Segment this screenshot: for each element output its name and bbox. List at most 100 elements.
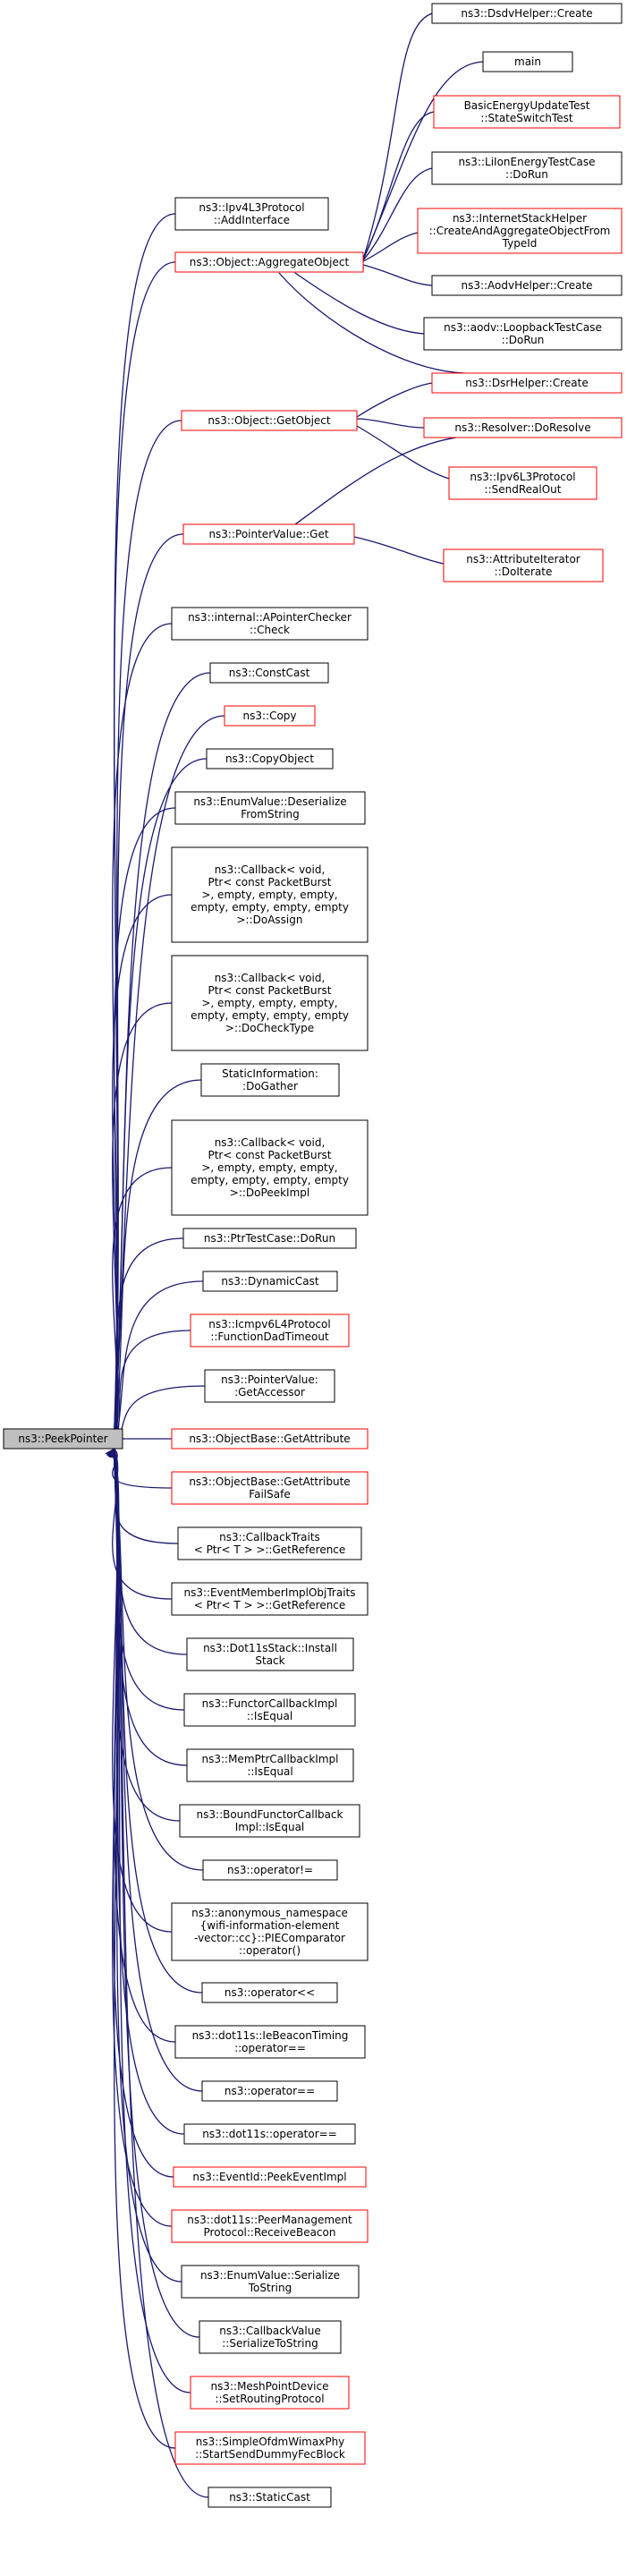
node-box — [171, 2209, 369, 2243]
node-label: ns3::LiIonEnergyTestCase — [458, 156, 595, 168]
node-dsdv[interactable]: ns3::DsdvHelper::Create — [431, 3, 623, 24]
node-box — [209, 662, 329, 684]
node-label: ns3::dot11s::PeerManagement — [187, 2214, 352, 2226]
node-objGetAttr[interactable]: ns3::ObjectBase::GetAttribute — [171, 1428, 369, 1450]
node-basicEnergy[interactable]: BasicEnergyUpdateTest::StateSwitchTest — [433, 95, 621, 129]
node-box — [171, 1471, 369, 1505]
node-box — [190, 1314, 350, 1348]
node-constCast[interactable]: ns3::ConstCast — [209, 662, 329, 684]
node-functorEq[interactable]: ns3::FunctorCallbackImpl::IsEqual — [183, 1693, 356, 1727]
node-label: ns3::PointerValue: — [221, 1373, 318, 1386]
node-box — [171, 1902, 369, 1961]
edge-aggregate-basicEnergy — [356, 111, 435, 269]
node-layer: ns3::PeekPointerns3::Ipv4L3Protocol::Add… — [3, 3, 623, 2508]
node-label: ns3::CallbackValue — [219, 2325, 320, 2337]
node-ipv6Send[interactable]: ns3::Ipv6L3Protocol::SendRealOut — [448, 466, 597, 500]
edge-peek-cbValueSer — [109, 1439, 200, 2338]
node-getObject[interactable]: ns3::Object::GetObject — [181, 410, 358, 431]
node-box — [177, 1526, 362, 1560]
node-eventId[interactable]: ns3::EventId::PeekEventImpl — [173, 2166, 367, 2188]
node-pointerGet[interactable]: ns3::PointerValue::Get — [182, 523, 355, 545]
node-opNe[interactable]: ns3::operator!= — [202, 1859, 338, 1881]
node-box — [443, 548, 604, 582]
node-label: ns3::SimpleOfdmWimaxPhy — [196, 2436, 345, 2448]
node-box — [199, 2320, 342, 2354]
node-main[interactable]: main — [482, 51, 573, 72]
node-box — [423, 317, 623, 351]
node-label: empty, empty, empty, empty — [191, 1009, 349, 1022]
node-label: ns3::FunctorCallbackImpl — [202, 1697, 338, 1710]
node-opEq[interactable]: ns3::operator== — [201, 2080, 338, 2102]
node-dynCast[interactable]: ns3::DynamicCast — [202, 1271, 338, 1292]
node-label: ns3::CopyObject — [225, 752, 314, 765]
node-box — [179, 1804, 360, 1838]
node-label: ns3::ObjectBase::GetAttribute — [189, 1433, 350, 1445]
node-cbTraits[interactable]: ns3::CallbackTraits< Ptr< T > >::GetRefe… — [177, 1526, 362, 1560]
node-box — [202, 1859, 338, 1881]
node-label: ::operator() — [239, 1944, 301, 1957]
node-box — [183, 1693, 356, 1727]
node-label: ns3::dot11s::operator== — [202, 2128, 337, 2140]
node-staticCast[interactable]: ns3::StaticCast — [208, 2487, 332, 2508]
node-copy[interactable]: ns3::Copy — [224, 705, 316, 727]
node-dsrCreate[interactable]: ns3::DsrHelper::Create — [431, 372, 623, 394]
node-copyObject[interactable]: ns3::CopyObject — [206, 748, 334, 769]
node-label: ns3::ObjectBase::GetAttribute — [189, 1475, 350, 1488]
node-label: ns3::Object::AggregateObject — [190, 256, 350, 268]
node-resolver[interactable]: ns3::Resolver::DoResolve — [423, 417, 623, 438]
node-label: ns3::dot11s::IeBeaconTiming — [192, 2029, 349, 2042]
node-attrIter[interactable]: ns3::AttributeIterator::DoIterate — [443, 548, 604, 582]
edge-peek-opNe — [108, 1439, 204, 1871]
node-box — [186, 1748, 354, 1782]
node-addInterface[interactable]: ns3::Ipv4L3Protocol::AddInterface — [174, 197, 329, 231]
node-staticInfo[interactable]: StaticInformation::DoGather — [200, 1063, 340, 1097]
edge-peek-pieComp — [108, 1439, 173, 1933]
node-label: ns3::MemPtrCallbackImpl — [202, 1753, 339, 1765]
node-aodvLoop[interactable]: ns3::aodv::LoopbackTestCase::DoRun — [423, 317, 623, 351]
node-box — [448, 466, 597, 500]
node-meshPoint[interactable]: ns3::MeshPointDevice::SetRoutingProtocol — [190, 2376, 350, 2410]
node-label: ns3::DynamicCast — [221, 1275, 318, 1288]
node-apointer[interactable]: ns3::internal::APointerChecker::Check — [171, 607, 369, 641]
node-aggregate[interactable]: ns3::Object::AggregateObject — [174, 251, 364, 273]
node-box — [171, 607, 369, 641]
node-wimax[interactable]: ns3::SimpleOfdmWimaxPhy::StartSendDummyF… — [174, 2431, 366, 2465]
node-label: ::DoRun — [502, 334, 545, 346]
node-dot11sOpEq[interactable]: ns3::dot11s::operator== — [183, 2123, 356, 2145]
node-aodvCreate[interactable]: ns3::AodvHelper::Create — [431, 275, 623, 296]
node-cbValueSer[interactable]: ns3::CallbackValue::SerializeToString — [199, 2320, 342, 2354]
node-icmpv6[interactable]: ns3::Icmpv6L4Protocol::FunctionDadTimeou… — [190, 1314, 350, 1348]
edge-peek-dynCast — [107, 1280, 204, 1458]
node-label: >::DoAssign — [237, 914, 303, 926]
node-enumSer[interactable]: ns3::EnumValue::SerializeToString — [181, 2265, 360, 2299]
node-internetStack[interactable]: ns3::InternetStackHelper::CreateAndAggre… — [417, 208, 623, 254]
node-label: ::operator== — [234, 2042, 306, 2054]
node-pieComp[interactable]: ns3::anonymous_namespace{wifi-informatio… — [171, 1902, 369, 1961]
node-opShift[interactable]: ns3::operator<< — [201, 1982, 338, 2003]
node-label: ::FunctionDadTimeout — [210, 1331, 329, 1343]
node-cbCheck[interactable]: ns3::Callback< void,Ptr< const PacketBur… — [171, 955, 369, 1051]
node-beaconTiming[interactable]: ns3::dot11s::IeBeaconTiming::operator== — [174, 2025, 366, 2059]
node-peerMgmt[interactable]: ns3::dot11s::PeerManagementProtocol::Rec… — [171, 2209, 369, 2243]
node-label: ns3::Ipv4L3Protocol — [199, 201, 304, 214]
node-label: TypeId — [502, 237, 538, 250]
node-ptrTest[interactable]: ns3::PtrTestCase::DoRun — [182, 1228, 357, 1249]
edge-aggregate-aodvLoop — [285, 264, 425, 335]
node-eventMember[interactable]: ns3::EventMemberImplObjTraits< Ptr< T > … — [171, 1582, 369, 1616]
node-label: Stack — [255, 1654, 284, 1667]
node-box — [417, 208, 623, 254]
node-box — [183, 2123, 356, 2145]
node-label: ::AddInterface — [214, 214, 290, 226]
node-cbAssign[interactable]: ns3::Callback< void,Ptr< const PacketBur… — [171, 846, 369, 943]
node-cbPeek[interactable]: ns3::Callback< void,Ptr< const PacketBur… — [171, 1119, 369, 1216]
node-memPtrEq[interactable]: ns3::MemPtrCallbackImpl::IsEqual — [186, 1748, 354, 1782]
node-label: {wifi-information-element — [200, 1919, 340, 1932]
node-liion[interactable]: ns3::LiIonEnergyTestCase::DoRun — [431, 151, 623, 185]
node-ptrAccessor[interactable]: ns3::PointerValue::GetAccessor — [204, 1369, 335, 1403]
node-label: ::IsEqual — [247, 1710, 292, 1722]
